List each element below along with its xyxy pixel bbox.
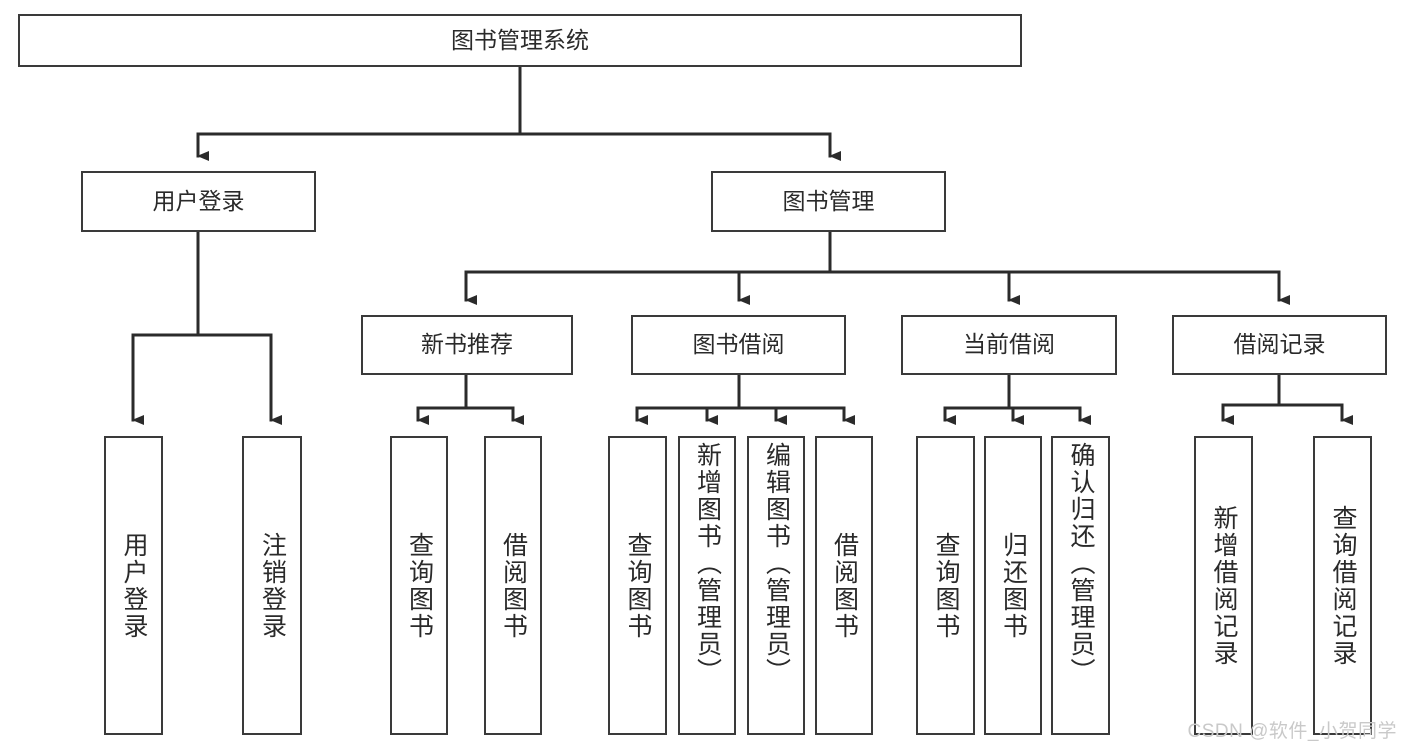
node-label: 借阅图书 xyxy=(830,531,859,640)
node-label: 新增借阅记录 xyxy=(1210,504,1238,667)
leaf-borrow-query-book[interactable]: 查询图书 xyxy=(608,436,667,735)
leaf-recommend-query-book[interactable]: 查询图书 xyxy=(390,436,448,735)
leaf-borrow-edit-book-admin[interactable]: 编辑图书（管理员） xyxy=(747,436,805,735)
node-label: 确认归还（管理员） xyxy=(1067,442,1095,685)
node-new-book-recommend[interactable]: 新书推荐 xyxy=(361,315,573,375)
node-label: 注销登录 xyxy=(258,531,287,640)
node-book-management[interactable]: 图书管理 xyxy=(711,171,946,232)
leaf-record-query-record[interactable]: 查询借阅记录 xyxy=(1313,436,1372,735)
node-label: 图书管理 xyxy=(782,187,875,214)
leaf-borrow-borrow-book[interactable]: 借阅图书 xyxy=(815,436,873,735)
node-book-borrow[interactable]: 图书借阅 xyxy=(631,315,846,375)
node-label: 借阅图书 xyxy=(499,531,528,640)
node-label: 编辑图书（管理员） xyxy=(762,442,791,685)
node-label: 查询图书 xyxy=(405,531,434,640)
node-user-login[interactable]: 用户登录 xyxy=(81,171,316,232)
node-label: 新增图书（管理员） xyxy=(693,442,722,685)
watermark-text: CSDN @软件_小贺同学 xyxy=(1187,721,1397,742)
node-label: 查询借阅记录 xyxy=(1329,504,1357,667)
leaf-borrow-add-book-admin[interactable]: 新增图书（管理员） xyxy=(678,436,736,735)
node-label: 查询图书 xyxy=(932,531,960,640)
node-label: 新书推荐 xyxy=(421,331,513,358)
leaf-recommend-borrow-book[interactable]: 借阅图书 xyxy=(484,436,542,735)
node-label: 当前借阅 xyxy=(963,331,1055,358)
node-label: 图书借阅 xyxy=(692,331,785,358)
leaf-record-add-record[interactable]: 新增借阅记录 xyxy=(1194,436,1253,735)
leaf-user-login-login[interactable]: 用户登录 xyxy=(104,436,163,735)
leaf-current-return-book[interactable]: 归还图书 xyxy=(984,436,1042,735)
node-root-system[interactable]: 图书管理系统 xyxy=(18,14,1022,67)
node-borrow-record[interactable]: 借阅记录 xyxy=(1172,315,1387,375)
node-current-borrow[interactable]: 当前借阅 xyxy=(901,315,1117,375)
node-label: 用户登录 xyxy=(120,531,148,640)
node-label: 图书管理系统 xyxy=(451,26,589,53)
node-label: 用户登录 xyxy=(152,187,245,214)
node-label: 查询图书 xyxy=(624,531,652,640)
leaf-current-confirm-return-admin[interactable]: 确认归还（管理员） xyxy=(1051,436,1110,735)
leaf-user-login-logout[interactable]: 注销登录 xyxy=(242,436,302,735)
leaf-current-query-book[interactable]: 查询图书 xyxy=(916,436,975,735)
node-label: 归还图书 xyxy=(999,531,1028,640)
node-label: 借阅记录 xyxy=(1233,331,1326,358)
